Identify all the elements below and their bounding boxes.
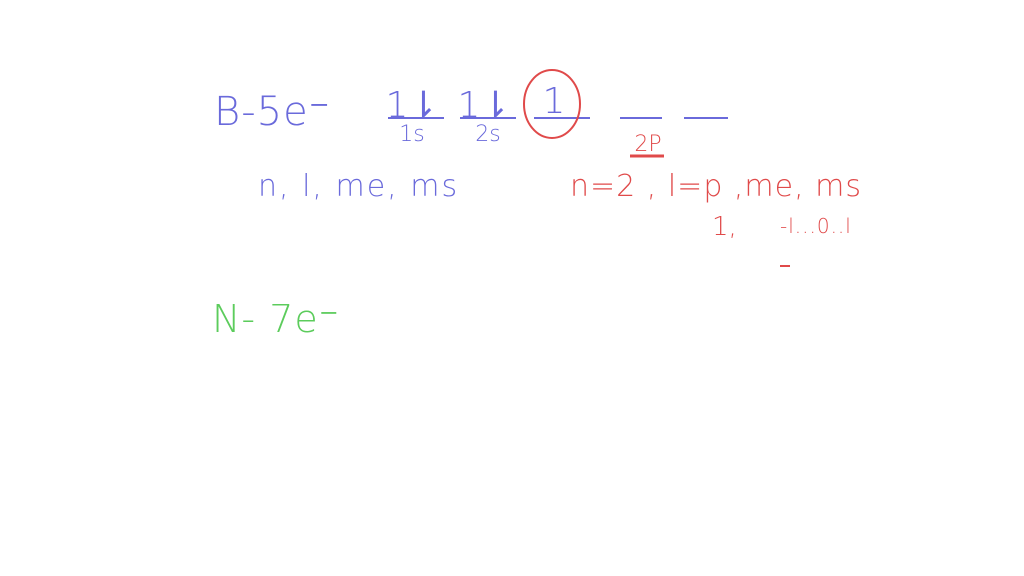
orbital-2p-first-arrows: 1 bbox=[542, 81, 566, 122]
ml-range: -l...0..l bbox=[780, 214, 852, 238]
orbital-2p-label: 2P bbox=[634, 132, 662, 157]
quantum-assignment: n=2 , l=p ,me, ms bbox=[570, 169, 863, 204]
quantum-numbers-label: n, l, me, ms bbox=[258, 169, 460, 204]
orbital-2s-arrows: 1⇂ bbox=[457, 85, 511, 126]
boron-electron-label: B-5e⁻ bbox=[214, 89, 331, 135]
nitrogen-electron-label: N- 7e⁻ bbox=[212, 297, 340, 341]
orbital-1s-arrows: 1⇂ bbox=[385, 85, 439, 126]
orbital-1s-label: 1s bbox=[399, 122, 425, 147]
l-value: 1, bbox=[712, 212, 737, 242]
orbital-2s-label: 2s bbox=[475, 122, 501, 147]
